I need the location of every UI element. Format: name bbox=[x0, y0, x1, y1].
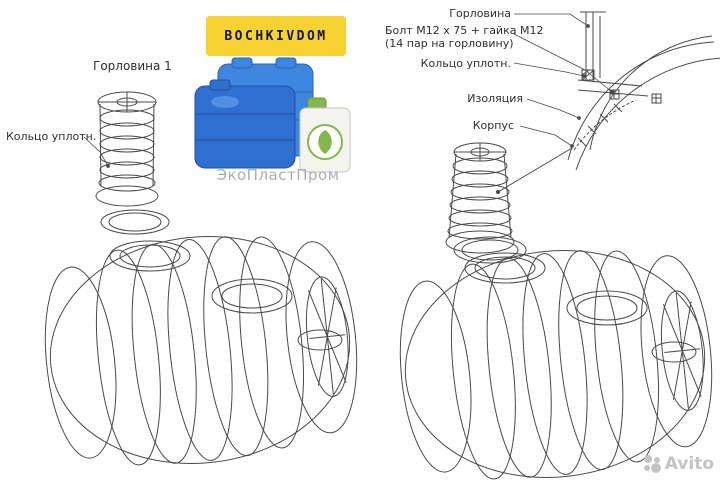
callout-seal-right-label: Кольцо уплотн. bbox=[420, 57, 511, 70]
tank-left-lids bbox=[100, 209, 343, 351]
tank-right-lids bbox=[453, 236, 697, 363]
tank-right-body bbox=[399, 250, 713, 480]
blue-tank-front-illustration bbox=[194, 79, 296, 169]
callout-bolt-label: Болт М12 х 75 + гайка М12 (14 пар на гор… bbox=[385, 24, 543, 50]
tank-right-neck bbox=[445, 142, 515, 254]
callout-bolt-line2: (14 пар на горловину) bbox=[385, 37, 514, 50]
detail-section bbox=[495, 11, 720, 195]
company-name: ЭкоПластПром bbox=[216, 166, 340, 184]
callout-bolt-line1: Болт М12 х 75 + гайка М12 bbox=[385, 24, 544, 37]
callout-insulation-label: Изоляция bbox=[467, 92, 523, 105]
canister-illustration bbox=[299, 97, 351, 173]
tank-left-neck bbox=[95, 91, 159, 207]
avito-watermark-text: Avito bbox=[664, 454, 714, 474]
callout-seal-left-label: Кольцо уплотн. bbox=[6, 130, 97, 143]
avito-logo-icon bbox=[643, 455, 661, 473]
leader-lines bbox=[83, 13, 614, 168]
avito-watermark: Avito bbox=[642, 454, 714, 474]
seller-logo: Bochkivdom bbox=[206, 16, 346, 56]
seller-logo-text: Bochkivdom bbox=[224, 28, 328, 44]
callout-neck-right-label: Горловина bbox=[449, 7, 511, 20]
callout-neck1-label: Горловина 1 bbox=[93, 59, 172, 73]
product-photo bbox=[194, 57, 351, 173]
callout-body-label: Корпус bbox=[472, 119, 514, 132]
